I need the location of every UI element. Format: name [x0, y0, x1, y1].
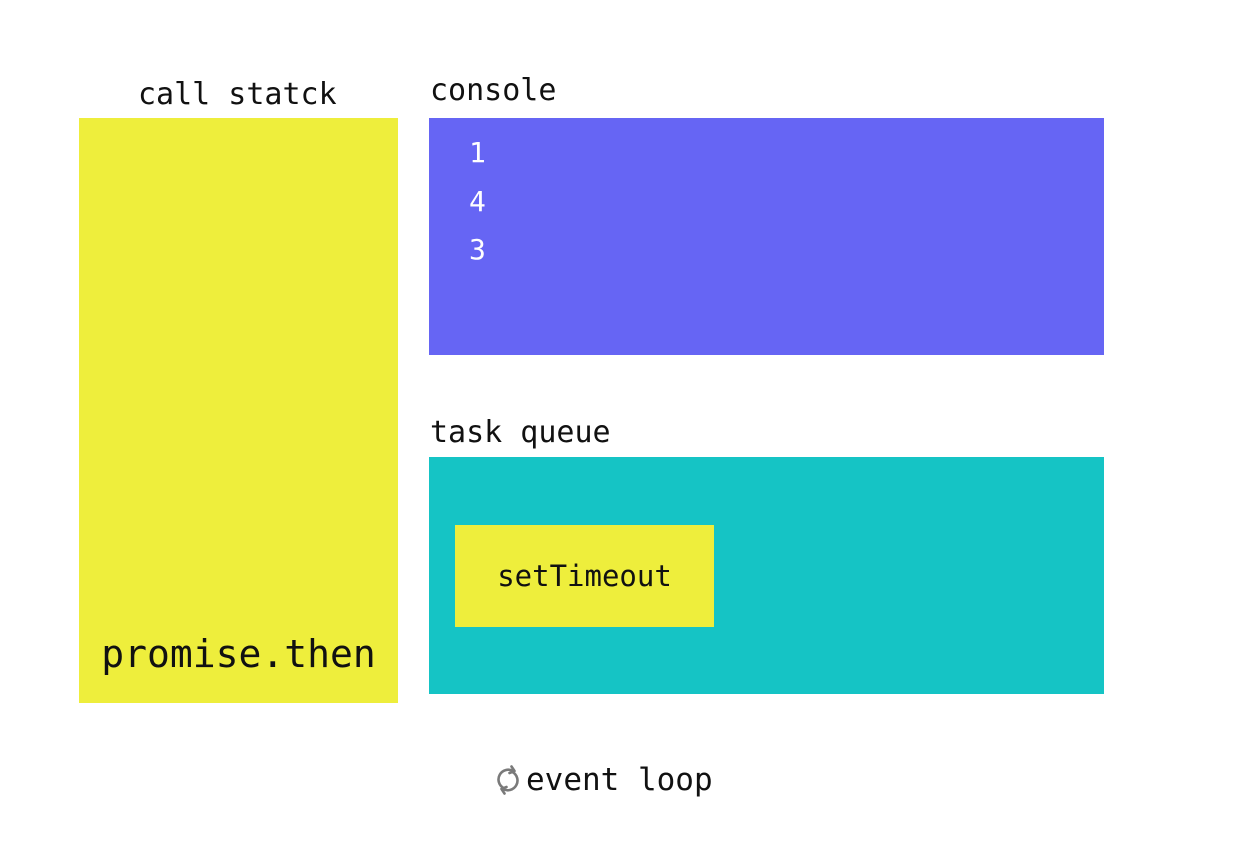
console-line: 4 [469, 184, 486, 218]
event-loop-label: event loop [526, 762, 713, 798]
call-stack-panel: promise.then [79, 118, 398, 703]
console-line: 3 [469, 233, 486, 266]
refresh-icon [497, 765, 519, 795]
console-line: 1 [469, 136, 486, 169]
event-loop: event loop [494, 762, 713, 798]
task-queue-label: task queue [430, 415, 611, 450]
console-label: console [430, 73, 557, 108]
task-queue-item: setTimeout [455, 525, 714, 627]
task-queue-panel: setTimeout [429, 457, 1104, 694]
console-panel: 1 4 3 [429, 118, 1104, 355]
console-output: 1 4 3 [469, 139, 486, 285]
call-stack-frame: promise.then [101, 632, 376, 676]
call-stack-label: call statck [138, 77, 337, 112]
